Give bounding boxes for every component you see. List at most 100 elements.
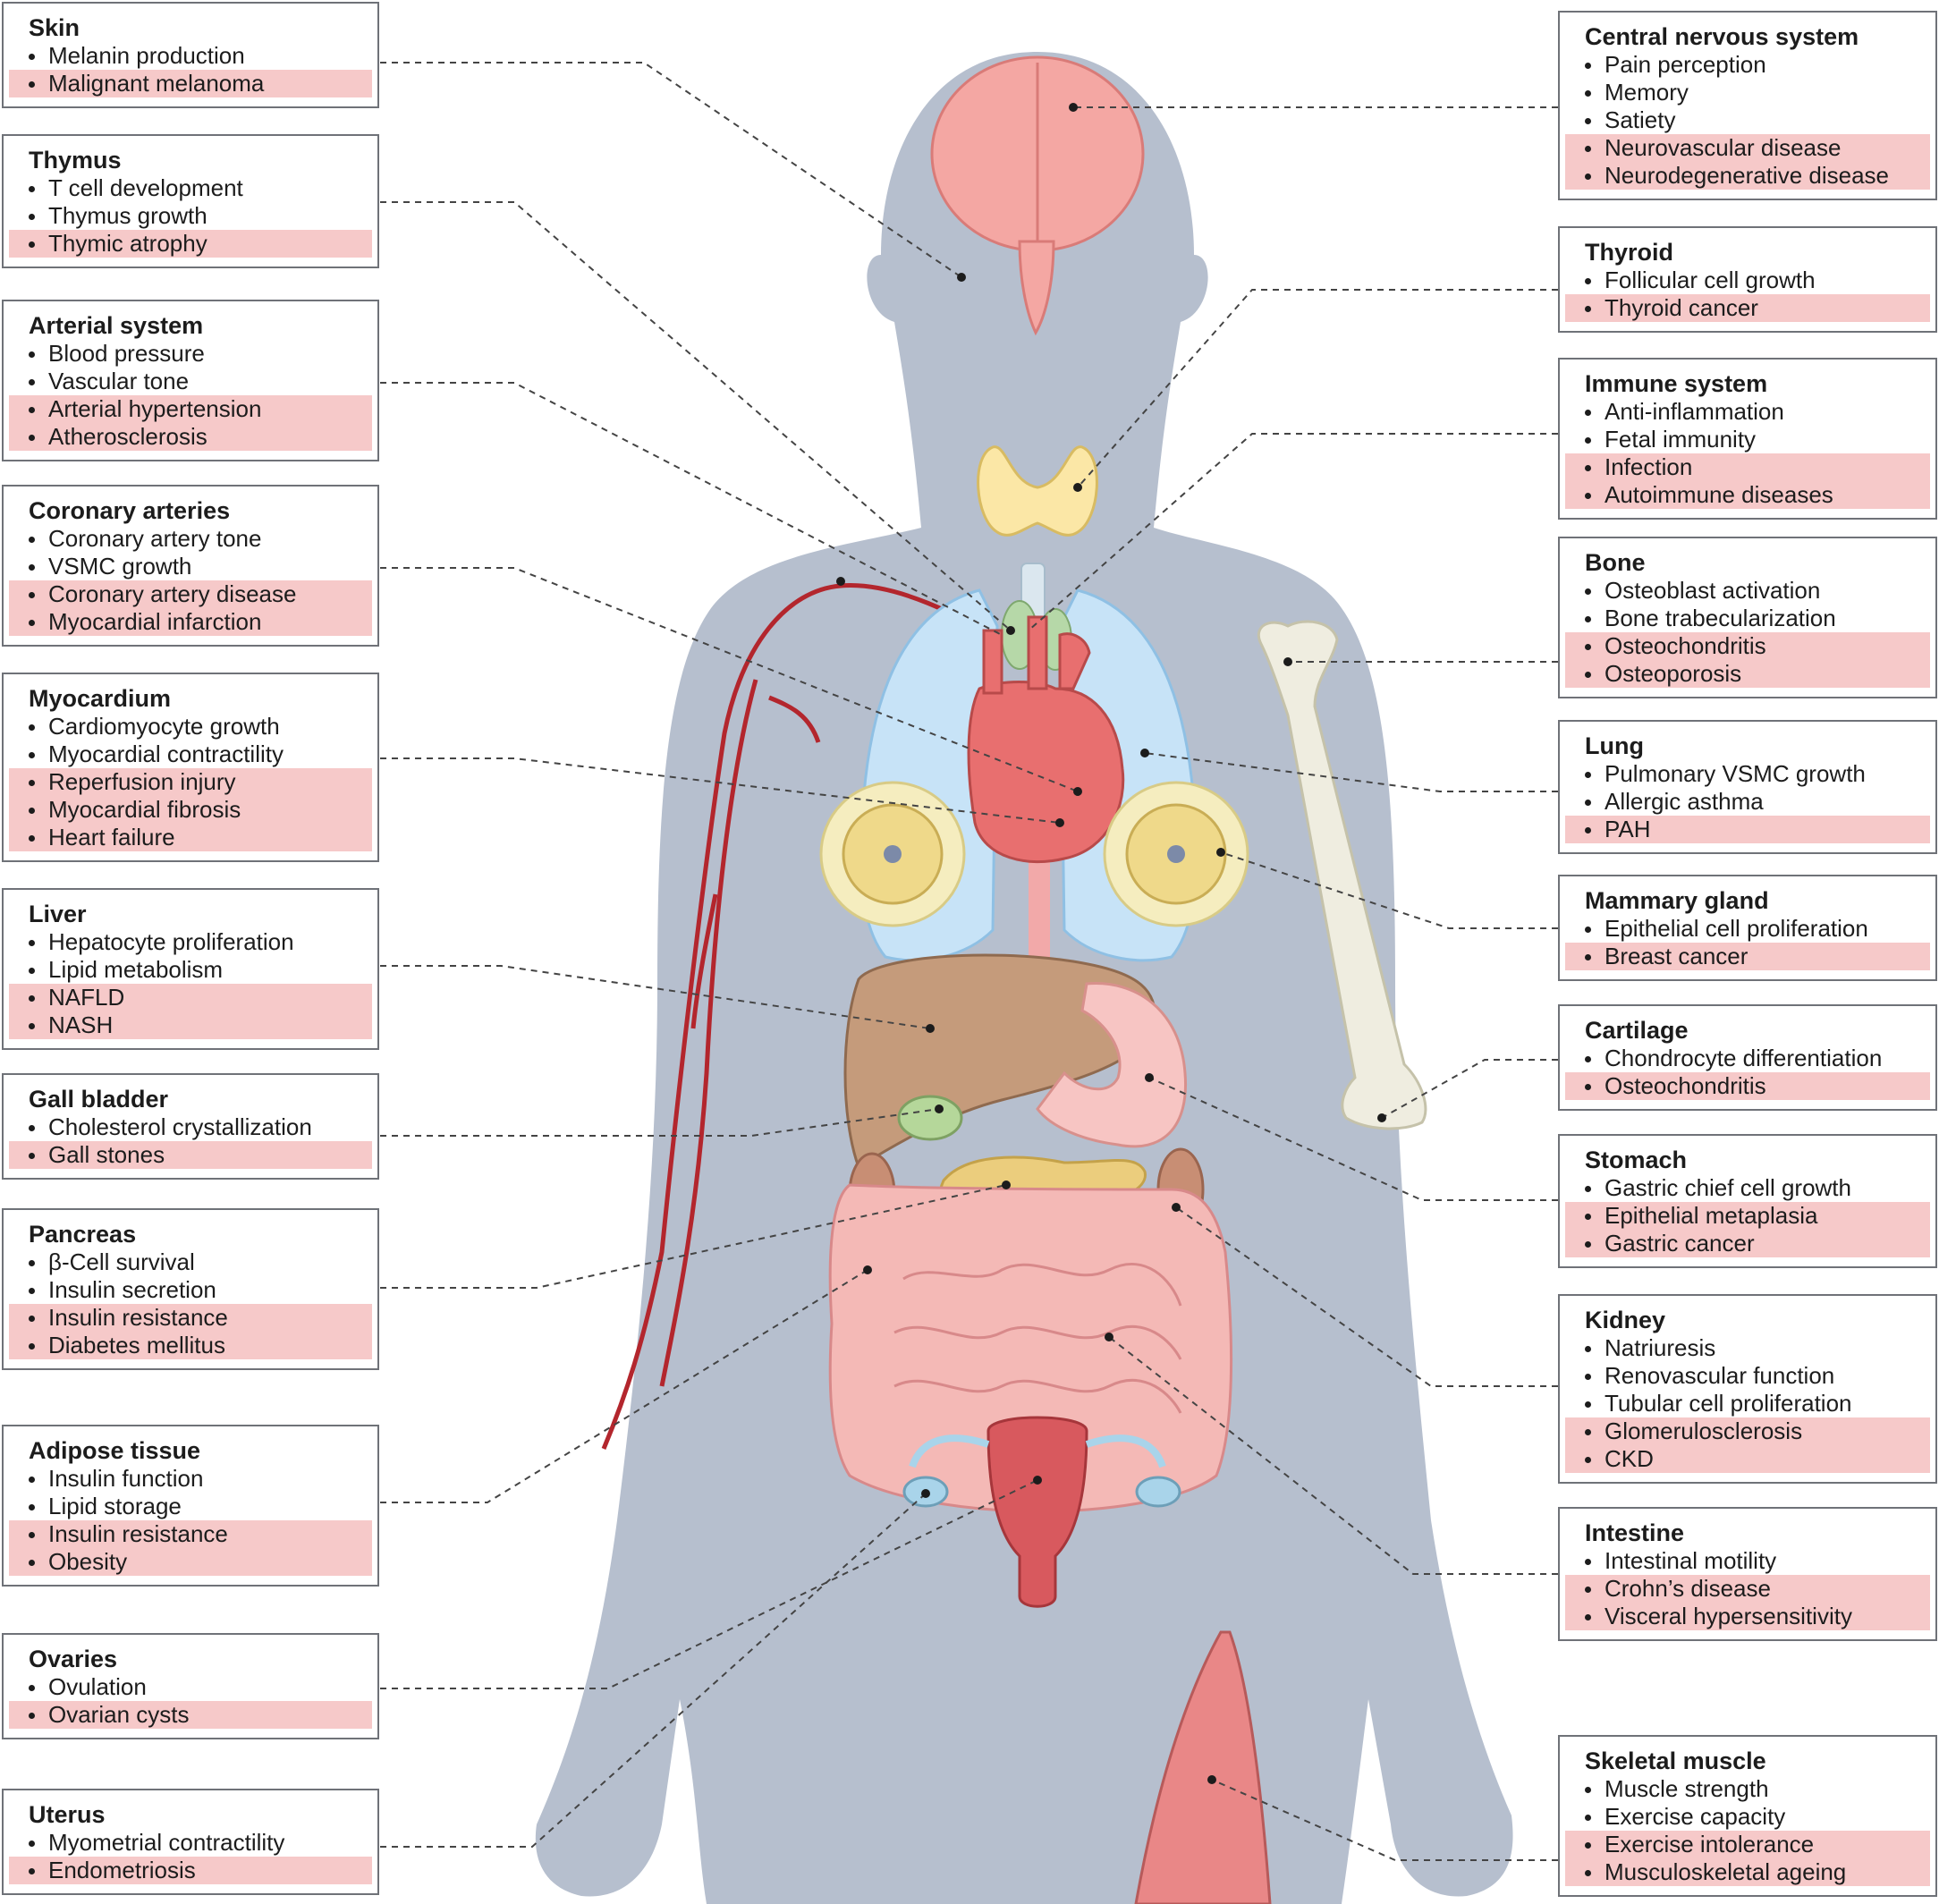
box-title: Adipose tissue (29, 1437, 201, 1464)
function-item: Cholesterol crystallization (9, 1113, 372, 1141)
function-item: Pulmonary VSMC growth (1565, 760, 1930, 788)
disease-item: Myocardial fibrosis (9, 796, 372, 824)
disease-item: PAH (1565, 816, 1930, 843)
box-title: Ovaries (29, 1646, 118, 1672)
disease-item: NASH (9, 1011, 372, 1039)
disease-item: Osteochondritis (1565, 1072, 1930, 1100)
box-title: Gall bladder (29, 1086, 169, 1113)
function-item: Myometrial contractility (9, 1829, 372, 1857)
disease-item: Coronary artery disease (9, 580, 372, 608)
box-title: Stomach (1585, 1147, 1688, 1173)
disease-item: Ovarian cysts (9, 1701, 372, 1729)
disease-item: Autoimmune diseases (1565, 481, 1930, 509)
box-title: Cartilage (1585, 1017, 1689, 1044)
box-title: Liver (29, 901, 87, 927)
function-item: Lipid metabolism (9, 956, 372, 984)
mammary-gland-icon (819, 781, 1249, 927)
disease-item: Atherosclerosis (9, 423, 372, 451)
artery-icon (601, 583, 1003, 1450)
stomach-icon (1036, 982, 1188, 1148)
function-item: Cardiomyocyte growth (9, 713, 372, 740)
function-item: Epithelial cell proliferation (1565, 915, 1930, 943)
box-title: Thyroid (1585, 239, 1673, 266)
brain-icon (930, 55, 1145, 336)
box-title: Myocardium (29, 685, 172, 712)
function-item: Insulin secretion (9, 1276, 372, 1304)
disease-item: Endometriosis (9, 1857, 372, 1884)
function-item: VSMC growth (9, 553, 372, 580)
function-item: Gastric chief cell growth (1565, 1174, 1930, 1202)
uterus-icon (909, 1416, 1166, 1608)
function-item: Melanin production (9, 42, 372, 70)
function-item: Memory (1565, 79, 1930, 106)
function-item: T cell development (9, 174, 372, 202)
function-item: Coronary artery tone (9, 525, 372, 553)
disease-item: Malignant melanoma (9, 70, 372, 97)
disease-item: NAFLD (9, 984, 372, 1011)
disease-item: Obesity (9, 1548, 372, 1576)
box-title: Central nervous system (1585, 23, 1859, 50)
disease-item: CKD (1565, 1445, 1930, 1473)
function-item: Exercise capacity (1565, 1803, 1930, 1831)
function-item: β-Cell survival (9, 1248, 372, 1276)
disease-item: Infection (1565, 453, 1930, 481)
disease-item: Gall stones (9, 1141, 372, 1169)
disease-item: Reperfusion injury (9, 768, 372, 796)
function-item: Follicular cell growth (1565, 267, 1930, 294)
box-title: Mammary gland (1585, 887, 1769, 914)
function-item: Fetal immunity (1565, 426, 1930, 453)
function-item: Hepatocyte proliferation (9, 928, 372, 956)
disease-item: Heart failure (9, 824, 372, 851)
box-title: Pancreas (29, 1221, 137, 1248)
function-item: Satiety (1565, 106, 1930, 134)
gallbladder-icon (897, 1095, 963, 1141)
disease-item: Visceral hypersensitivity (1565, 1603, 1930, 1630)
function-item: Pain perception (1565, 51, 1930, 79)
box-title: Coronary arteries (29, 497, 231, 524)
function-item: Muscle strength (1565, 1775, 1930, 1803)
function-item: Myocardial contractility (9, 740, 372, 768)
leader-lines (380, 62, 1558, 1861)
function-item: Bone trabecularization (1565, 605, 1930, 632)
disease-item: Insulin resistance (9, 1304, 372, 1332)
disease-item: Neurodegenerative disease (1565, 162, 1930, 190)
disease-item: Myocardial infarction (9, 608, 372, 636)
leader-dots (836, 103, 1386, 1784)
thyroid-icon (977, 445, 1098, 537)
function-item: Vascular tone (9, 368, 372, 395)
function-item: Intestinal motility (1565, 1547, 1930, 1575)
disease-item: Musculoskeletal ageing (1565, 1858, 1930, 1886)
disease-item: Glomerulosclerosis (1565, 1417, 1930, 1445)
box-title: Kidney (1585, 1307, 1666, 1333)
function-item: Anti-inflammation (1565, 398, 1930, 426)
disease-item: Osteoporosis (1565, 660, 1930, 688)
function-item: Blood pressure (9, 340, 372, 368)
disease-item: Crohn’s disease (1565, 1575, 1930, 1603)
function-item: Tubular cell proliferation (1565, 1390, 1930, 1417)
function-item: Allergic asthma (1565, 788, 1930, 816)
function-item: Lipid storage (9, 1493, 372, 1520)
disease-item: Arterial hypertension (9, 395, 372, 423)
disease-item: Neurovascular disease (1565, 134, 1930, 162)
box-title: Bone (1585, 549, 1646, 576)
box-title: Skin (29, 14, 80, 41)
box-title: Intestine (1585, 1519, 1685, 1546)
